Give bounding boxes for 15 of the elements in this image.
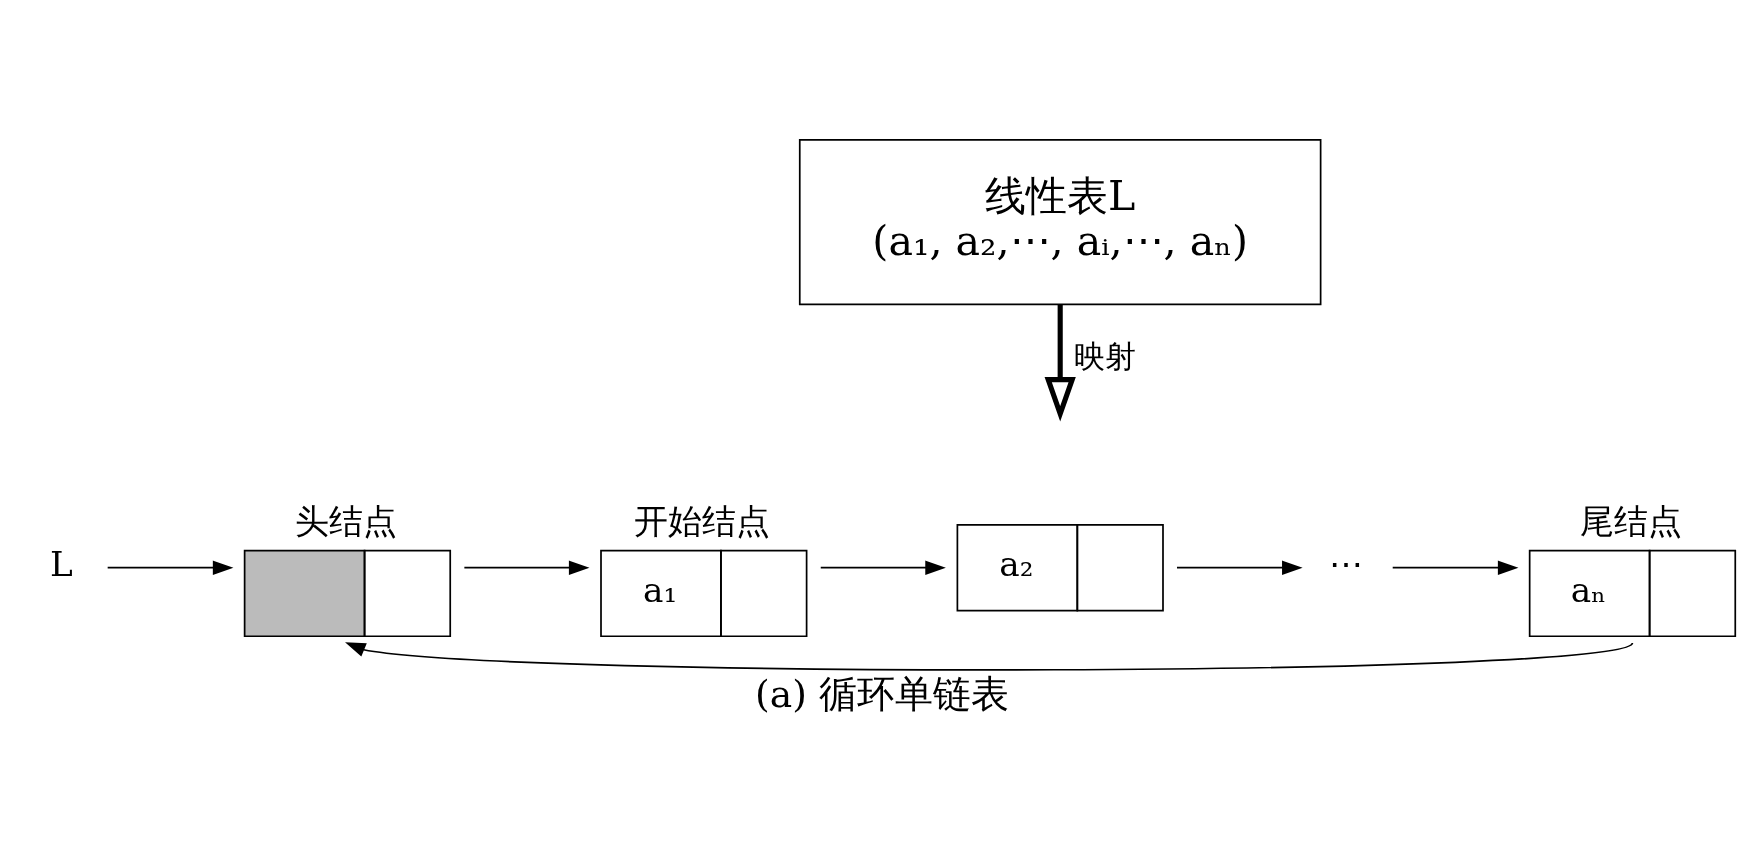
arrow [1044, 303, 1076, 422]
node-label: 尾结点 [1580, 500, 1683, 541]
node-box: 线性表L (a₁, a₂,⋯, aᵢ,⋯, aₙ) [798, 138, 1322, 305]
node-label: 头结点 [295, 500, 398, 541]
arrow [345, 641, 1634, 671]
arrow [463, 560, 590, 575]
node-text: ⋯ [1329, 543, 1364, 584]
caption: (a) 循环单链表 [755, 671, 1009, 716]
node-text: L [49, 543, 73, 584]
arrow [1391, 560, 1519, 575]
arrow [106, 560, 234, 575]
arrow [819, 560, 946, 575]
node-label: 开始结点 [633, 500, 770, 541]
arrow [1176, 560, 1303, 575]
edge-label: 映射 [1074, 337, 1137, 374]
